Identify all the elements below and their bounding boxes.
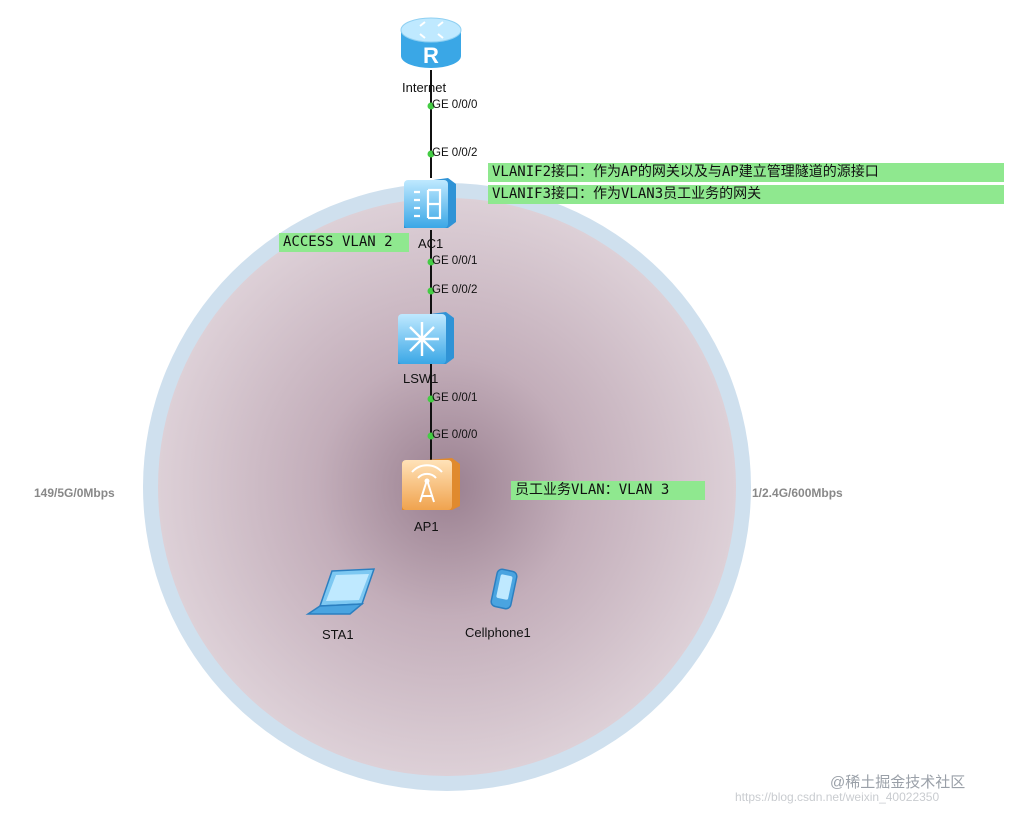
lsw1-label: LSW1 xyxy=(403,371,439,386)
watermark-url: https://blog.csdn.net/weixin_40022350 xyxy=(735,790,940,804)
port-dot xyxy=(427,287,435,295)
cellphone1-label: Cellphone1 xyxy=(465,625,531,640)
port-dot xyxy=(427,258,435,266)
watermark-brand: @稀土掘金技术社区 xyxy=(830,774,966,791)
access-controller-icon[interactable] xyxy=(404,178,456,228)
access-point-icon[interactable] xyxy=(402,458,460,510)
port-label-ac1-up: GE 0/0/2 xyxy=(432,147,478,159)
vlanif2-note: VLANIF2接口：作为AP的网关以及与AP建立管理隧道的源接口 xyxy=(488,163,1004,182)
router-label: Internet xyxy=(402,80,447,95)
router-icon[interactable]: R xyxy=(400,17,462,68)
staff-vlan-note: 员工业务VLAN：VLAN 3 xyxy=(511,481,705,500)
ap1-label: AP1 xyxy=(414,519,439,534)
switch-icon[interactable] xyxy=(398,312,454,364)
radio-24g-rate: 1/2.4G/600Mbps xyxy=(752,486,843,500)
port-label-lsw1-down: GE 0/0/1 xyxy=(432,392,478,404)
port-dot xyxy=(427,432,435,440)
cellphone-icon[interactable] xyxy=(490,568,518,610)
radio-5g-rate: 149/5G/0Mbps xyxy=(34,486,115,500)
svg-text:R: R xyxy=(423,43,439,68)
ac1-label: AC1 xyxy=(418,236,444,251)
port-dot xyxy=(427,102,435,110)
port-label-internet: GE 0/0/0 xyxy=(432,99,478,111)
port-label-ac1-down: GE 0/0/1 xyxy=(432,255,478,267)
port-label-lsw1-up: GE 0/0/2 xyxy=(432,284,478,296)
port-label-ap1: GE 0/0/0 xyxy=(432,429,478,441)
laptop-icon[interactable] xyxy=(305,568,376,615)
port-dot xyxy=(427,395,435,403)
port-dot xyxy=(427,150,435,158)
vlanif3-note: VLANIF3接口：作为VLAN3员工业务的网关 xyxy=(488,185,1004,204)
access-vlan-note: ACCESS VLAN 2 xyxy=(279,233,409,252)
sta1-label: STA1 xyxy=(322,627,354,642)
